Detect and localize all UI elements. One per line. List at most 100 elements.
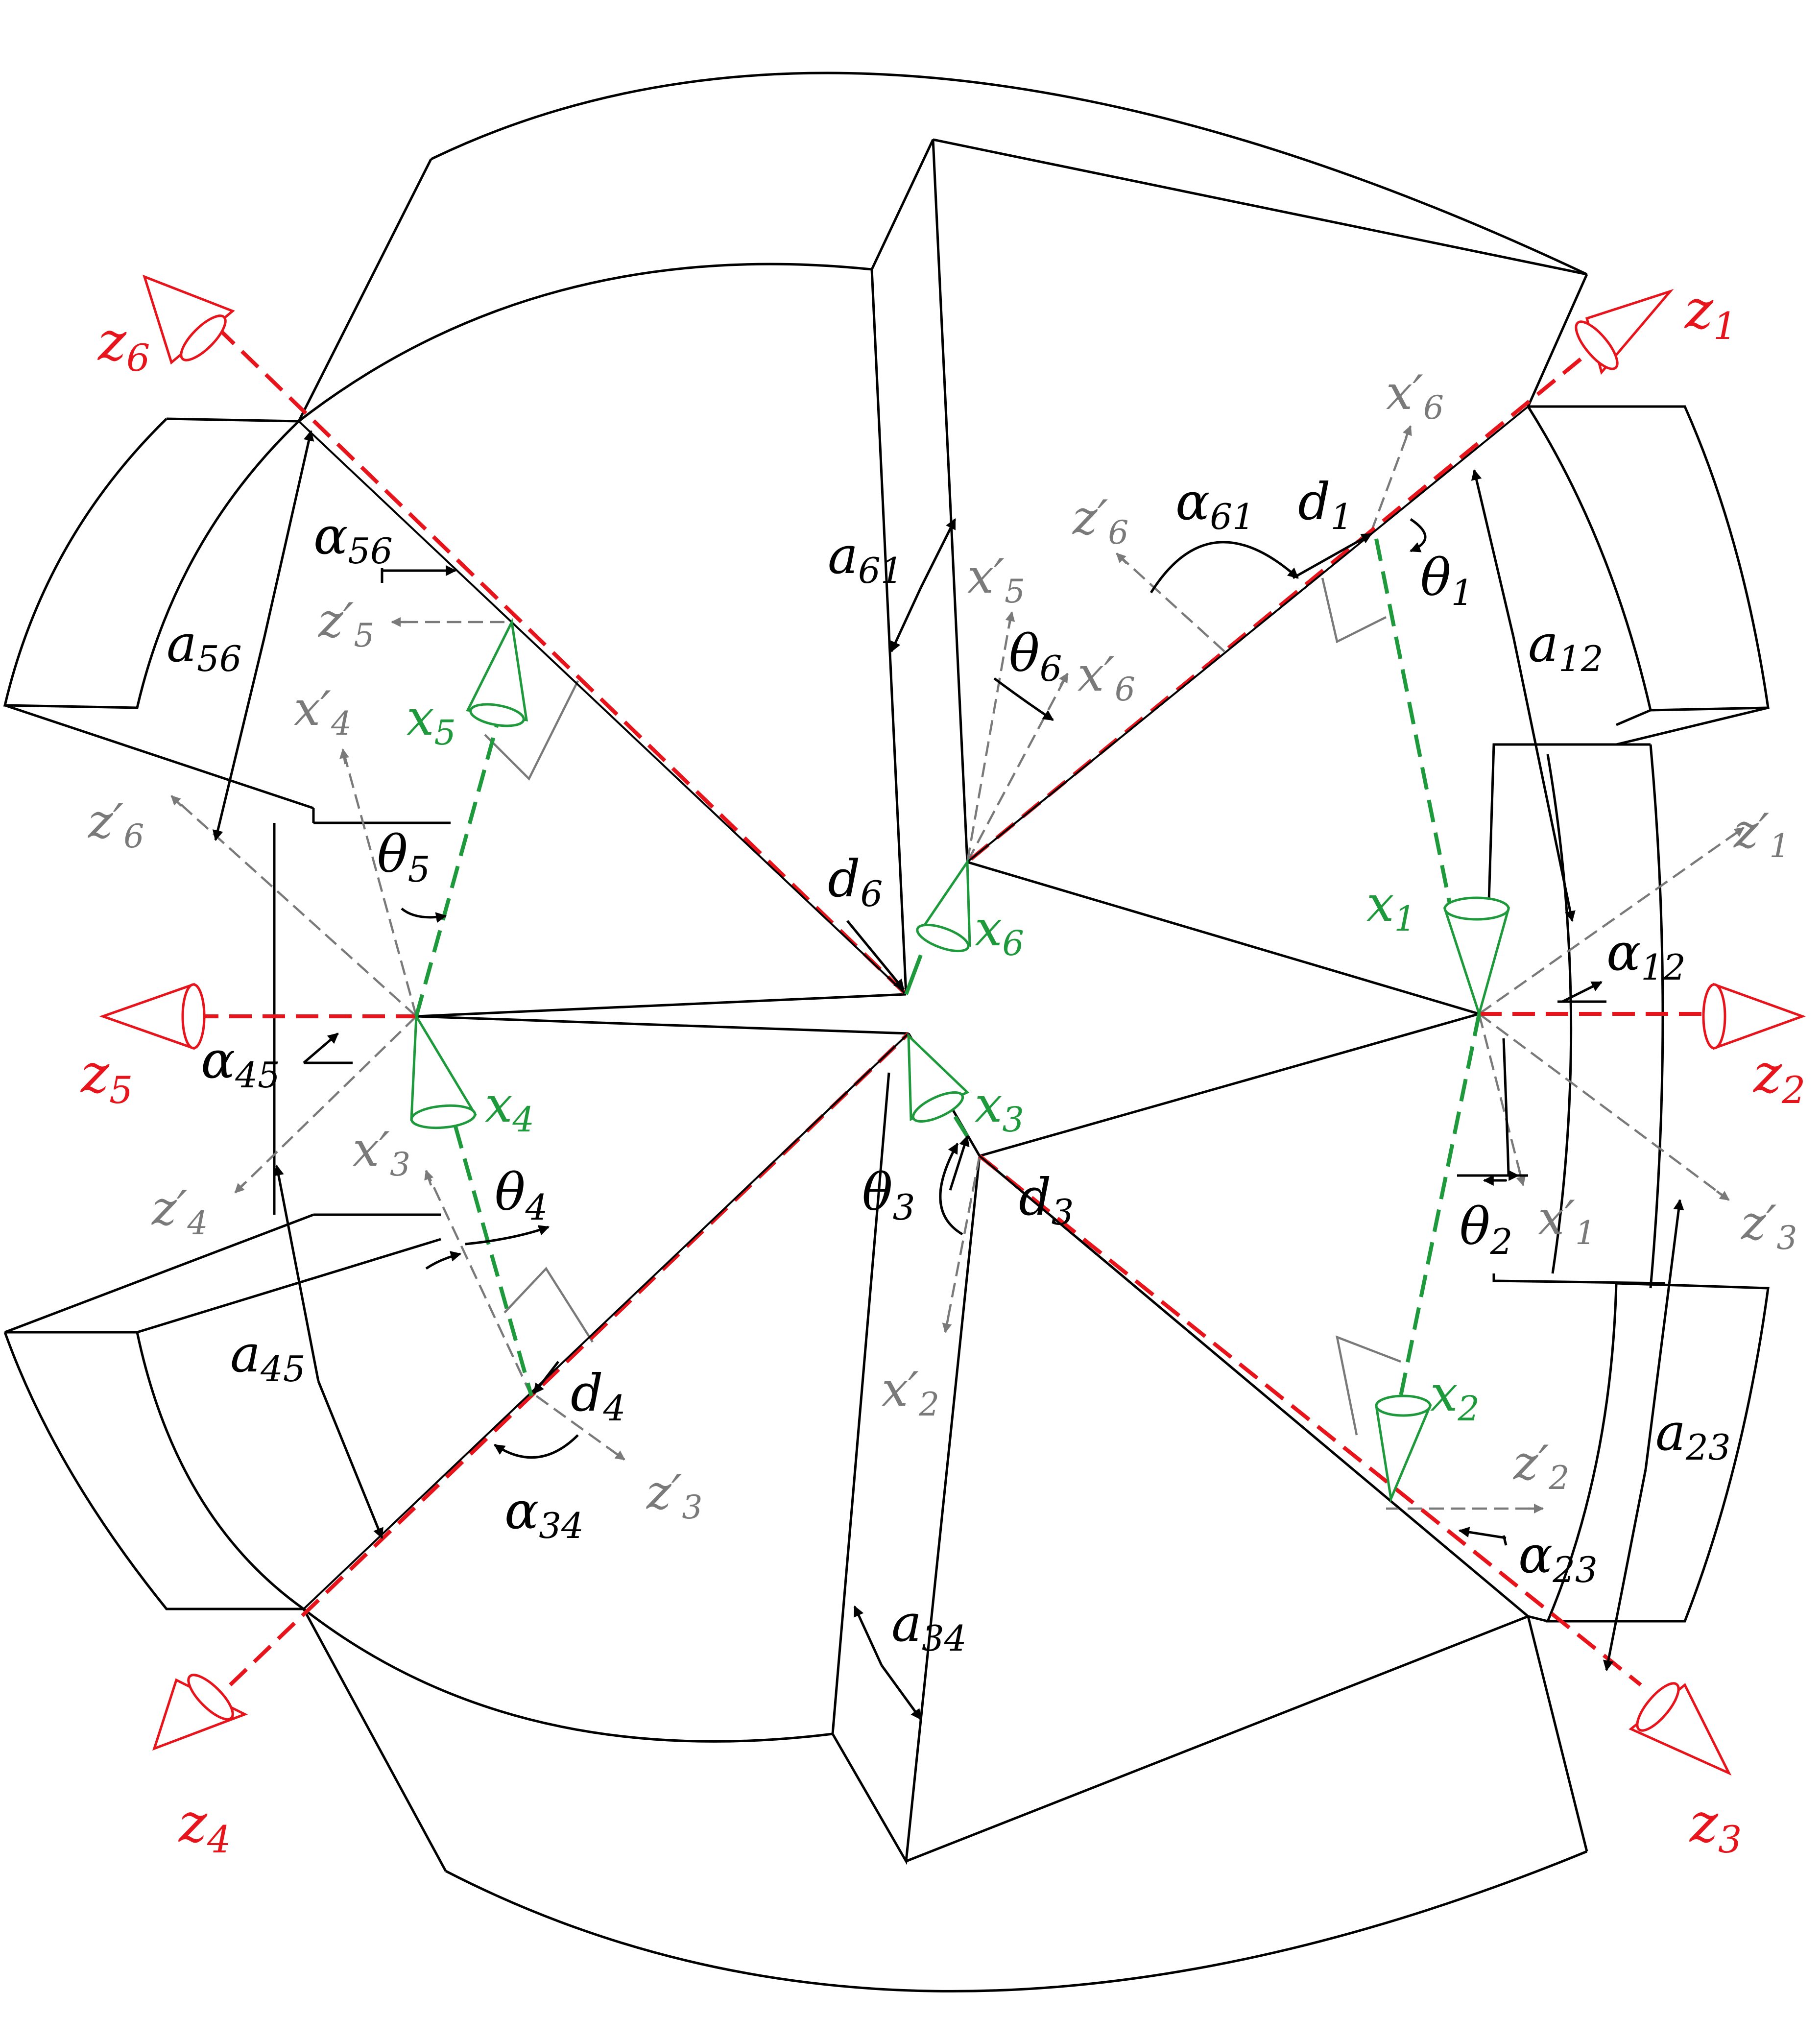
inner-arc-top <box>298 263 872 422</box>
outer-edge-top-left <box>297 158 432 422</box>
label-a23: a23 <box>1655 1402 1731 1468</box>
label-x1p: x′1 <box>1538 1191 1596 1252</box>
label-x2p: x′2 <box>882 1362 939 1423</box>
cone-z1 <box>1575 288 1674 375</box>
x-axes-solid <box>904 954 969 1138</box>
cone-x3 <box>907 1032 970 1123</box>
label-x5: x5 <box>407 689 456 753</box>
x-axis-5 <box>414 714 502 1017</box>
label-d1: d1 <box>1298 472 1353 537</box>
label-z5p: z′5 <box>318 593 374 654</box>
label-z3p-bottom: z′3 <box>646 1465 702 1526</box>
label-a45: a45 <box>230 1324 306 1390</box>
label-theta2: θ2 <box>1460 1197 1512 1262</box>
cone-x4 <box>410 1012 478 1129</box>
gray-axis-labels: x′6 z′6 x′5 x′6 z′5 x′4 z′6 z′1 z′4 x′3 … <box>88 365 1797 1526</box>
label-d6: d6 <box>828 849 883 914</box>
outer-edge-bottom-left <box>302 1608 447 1872</box>
red-axis-labels: z1 z6 z5 z2 z4 z3 <box>80 278 1805 1861</box>
left-lower-block <box>3 1213 441 1610</box>
label-x6p-top: x′6 <box>1386 365 1444 427</box>
right-inner-arcs <box>1492 743 1666 1289</box>
joint-axes <box>196 327 1714 1687</box>
label-d3: d3 <box>1019 1167 1074 1233</box>
label-x2: x2 <box>1430 1365 1480 1429</box>
label-z6p-top: z′6 <box>1072 490 1128 552</box>
label-z1p: z′1 <box>1733 804 1790 865</box>
label-alpha12: α12 <box>1606 922 1686 988</box>
label-z3: z3 <box>1689 1792 1742 1861</box>
label-z3p-right: z′3 <box>1741 1196 1797 1257</box>
label-alpha23: α23 <box>1518 1525 1598 1590</box>
center-left-plane <box>416 993 907 1018</box>
label-theta6: θ6 <box>1009 624 1062 689</box>
left-lower-plane <box>416 1015 909 1035</box>
dimension-arrows <box>212 430 1684 1720</box>
x-axis-cones <box>410 618 1510 1504</box>
left-upper-block <box>3 417 314 810</box>
cone-z3 <box>1628 1682 1732 1776</box>
joint-axis-z1 <box>966 336 1608 864</box>
auxiliary-axes <box>170 426 1745 1510</box>
label-d4: d4 <box>571 1363 625 1429</box>
label-a12: a12 <box>1528 614 1604 679</box>
label-x5p: x′5 <box>967 549 1025 610</box>
label-x6p-mid: x′6 <box>1078 647 1135 708</box>
axis-solid-overlays <box>298 406 1529 1617</box>
right-upper-block <box>1487 405 1770 902</box>
outer-arc-bottom <box>445 1850 1587 1992</box>
joint-axis-z3 <box>978 1154 1642 1687</box>
label-alpha56: α56 <box>313 506 393 572</box>
right-angle-marks <box>484 577 1401 1436</box>
label-alpha45: α45 <box>201 1030 280 1096</box>
outer-edge-bottom-right <box>1527 1616 1588 1852</box>
label-x4p: x′4 <box>294 681 352 743</box>
label-a34: a34 <box>891 1593 967 1659</box>
cone-z2 <box>1702 983 1806 1050</box>
label-z4: z4 <box>178 1792 231 1861</box>
x-axis-4 <box>454 1126 533 1397</box>
outer-arc-top <box>430 72 1588 276</box>
label-z6p-left: z′6 <box>88 794 144 855</box>
joint-axis-cones <box>99 274 1806 1776</box>
label-theta5: θ5 <box>377 824 430 890</box>
x-axis-1 <box>1374 538 1454 916</box>
outer-edge-top-right <box>1527 273 1588 408</box>
left-inner-arc <box>273 808 451 1216</box>
cone-z6 <box>143 274 235 365</box>
inner-arc-bottom <box>303 1608 833 1743</box>
label-z2: z2 <box>1752 1042 1805 1112</box>
cone-x1 <box>1443 896 1510 1018</box>
label-theta3: θ3 <box>862 1162 915 1228</box>
x-axes <box>414 538 1481 1397</box>
bottom-wedge <box>831 1072 1529 1865</box>
label-theta4: θ4 <box>495 1162 548 1228</box>
label-x3: x3 <box>975 1076 1024 1140</box>
cone-x2 <box>1375 1394 1432 1504</box>
top-wedge <box>870 138 1587 995</box>
label-theta1: θ1 <box>1420 548 1473 613</box>
cone-z4 <box>152 1674 248 1751</box>
label-z5: z5 <box>80 1042 133 1112</box>
label-x6: x6 <box>975 900 1024 963</box>
label-z6: z6 <box>97 310 150 380</box>
label-a61: a61 <box>828 526 903 591</box>
joint-axis-z6 <box>216 327 908 996</box>
aux-axis-arrowheads <box>170 425 1745 1513</box>
label-z4p: z′4 <box>151 1181 208 1242</box>
label-z2p: z′2 <box>1513 1436 1569 1497</box>
parameter-labels: α56 a56 a61 α61 d1 θ1 a12 θ6 θ5 d6 α12 α… <box>167 472 1731 1659</box>
label-x4: x4 <box>485 1076 534 1140</box>
label-a56: a56 <box>167 614 242 679</box>
label-alpha34: α34 <box>504 1481 584 1546</box>
label-alpha61: α61 <box>1175 472 1255 537</box>
right-lower-block <box>1528 1282 1770 1623</box>
cone-x6 <box>916 858 971 953</box>
green-axis-labels: x1 x2 x3 x4 x5 x6 <box>407 689 1480 1429</box>
cone-x5 <box>466 618 528 727</box>
right-top-plane <box>967 861 1480 1015</box>
cone-z5 <box>99 983 206 1050</box>
label-x3p: x′3 <box>353 1122 410 1183</box>
